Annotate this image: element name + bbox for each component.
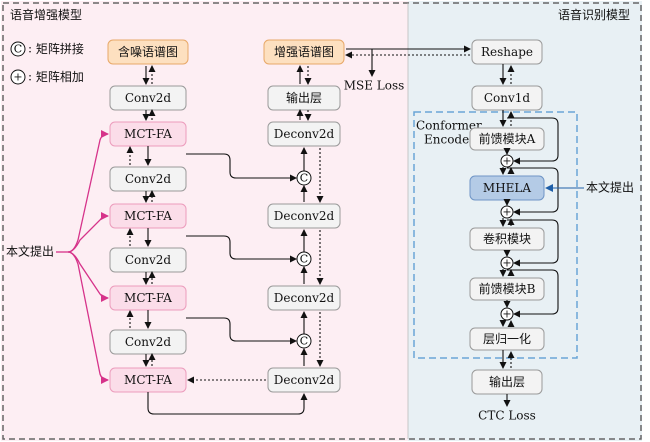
recognition-panel-title: 语音识别模型	[558, 7, 630, 22]
mct-fa-label-2: MCT-FA	[124, 209, 172, 223]
mct-fa-label-4: MCT-FA	[124, 373, 172, 387]
ffn-a-node: 前馈模块A	[469, 127, 545, 151]
conv2d-node-3: Conv2d	[109, 247, 187, 273]
ffn-b-node: 前馈模块B	[469, 277, 545, 301]
conv2d-node-1: Conv2d	[109, 85, 187, 111]
concat-node-1: C	[296, 170, 312, 186]
deconv2d-node-4: Deconv2d	[267, 367, 341, 393]
conv2d-node-2: Conv2d	[109, 166, 187, 192]
legend-concat-label: : 矩阵拼接	[28, 41, 84, 56]
enhancement-panel	[1, 1, 408, 441]
enhancement-panel-title: 语音增强模型	[10, 7, 82, 22]
noisy-spectrogram-node: 含噪语谱图	[107, 39, 189, 65]
output-layer-label-right: 输出层	[489, 374, 525, 389]
legend-add-glyph: +	[13, 71, 22, 84]
proposed-annotation-left: 本文提出	[6, 130, 109, 384]
mct-fa-node-3: MCT-FA	[109, 285, 187, 311]
mse-link: MSE Loss	[344, 45, 471, 93]
reshape-node: Reshape	[471, 39, 543, 65]
conv2d-label-3: Conv2d	[125, 253, 172, 267]
recognition-panel	[408, 1, 642, 441]
ctc-loss-label: CTC Loss	[478, 409, 536, 423]
concat-glyph-1: C	[300, 172, 308, 185]
legend-add-label: : 矩阵相加	[28, 70, 84, 84]
legend-add-symbol	[10, 69, 26, 85]
reshape-label: Reshape	[481, 45, 533, 59]
deconv2d-node-2: Deconv2d	[267, 203, 341, 229]
conv1d-label: Conv1d	[484, 91, 531, 105]
deconv2d-node-3: Deconv2d	[267, 285, 341, 311]
conv2d-label-4: Conv2d	[125, 335, 172, 349]
conv1d-node: Conv1d	[471, 85, 543, 111]
legend-concat-symbol	[10, 41, 26, 57]
mct-fa-node-1: MCT-FA	[109, 121, 187, 147]
layer-norm-label: 层归一化	[483, 332, 531, 346]
deconv2d-node-1: Deconv2d	[267, 121, 341, 147]
ffn-b-label: 前馈模块B	[479, 281, 536, 296]
deconv2d-label-3: Deconv2d	[274, 291, 335, 305]
conformer-encoder-title-1: Conformer	[416, 119, 482, 133]
proposed-label-right: 本文提出	[586, 180, 634, 195]
deconv2d-label-4: Deconv2d	[274, 373, 335, 387]
enhanced-spectrogram-node: 增强语谱图	[263, 39, 345, 65]
proposed-label-left: 本文提出	[6, 244, 54, 259]
conv-module-node: 卷积模块	[469, 227, 545, 251]
add-glyph-3: +	[502, 257, 511, 270]
add-node-4: +	[500, 307, 514, 321]
output-layer-label-left: 输出层	[286, 90, 322, 105]
mct-fa-node-2: MCT-FA	[109, 203, 187, 229]
mct-fa-node-4: MCT-FA	[109, 367, 187, 393]
add-glyph-2: +	[502, 206, 511, 219]
noisy-spectrogram-label: 含噪语谱图	[118, 44, 178, 59]
enhanced-spectrogram-label: 增强语谱图	[274, 45, 334, 59]
outer-dashed-border	[2, 2, 642, 440]
ffn-a-label: 前馈模块A	[479, 131, 536, 146]
concat-node-3: C	[296, 333, 312, 349]
concat-glyph-3: C	[300, 335, 308, 348]
right-column-arrows	[296, 65, 324, 367]
deconv2d-label-2: Deconv2d	[274, 209, 335, 223]
mse-loss-label: MSE Loss	[344, 79, 405, 93]
concat-glyph-2: C	[300, 253, 308, 266]
add-glyph-1: +	[502, 155, 511, 168]
layer-norm-node: 层归一化	[469, 327, 545, 351]
add-node-1: +	[500, 154, 514, 168]
add-node-2: +	[500, 205, 514, 219]
left-column-arrows	[126, 65, 156, 367]
mhela-node: MHELA	[469, 175, 545, 201]
deconv2d-label-1: Deconv2d	[274, 127, 335, 141]
add-node-3: +	[500, 256, 514, 270]
legend: C : 矩阵拼接 + : 矩阵相加	[10, 41, 84, 85]
mct-fa-label-3: MCT-FA	[124, 291, 172, 305]
legend-concat-glyph: C	[14, 43, 22, 56]
conv2d-label-1: Conv2d	[125, 91, 172, 105]
output-layer-node-right: 输出层	[471, 369, 543, 395]
conv-module-label: 卷积模块	[483, 231, 531, 246]
mhela-label: MHELA	[483, 181, 531, 195]
conformer-encoder-box	[413, 111, 578, 359]
conformer-encoder-title-2: Encoder	[424, 133, 475, 147]
proposed-annotation-right: 本文提出	[545, 180, 634, 195]
mct-fa-label-1: MCT-FA	[124, 127, 172, 141]
recognition-arrows	[499, 64, 559, 407]
skip-connections	[147, 153, 308, 415]
concat-node-2: C	[296, 251, 312, 267]
add-glyph-4: +	[502, 308, 511, 321]
conv2d-label-2: Conv2d	[125, 172, 172, 186]
output-layer-node-left: 输出层	[267, 85, 341, 111]
conv2d-node-4: Conv2d	[109, 329, 187, 355]
